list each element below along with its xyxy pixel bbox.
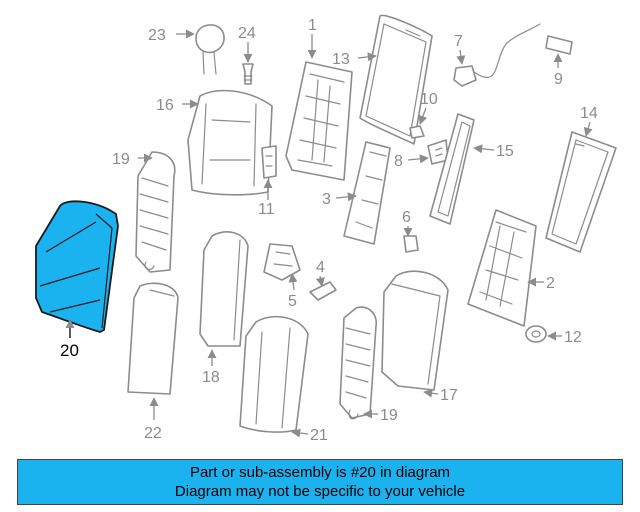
part-4-clip[interactable] [309, 281, 337, 301]
label-15: 15 [496, 143, 514, 160]
part-21-cover[interactable] [239, 315, 309, 433]
label-17: 17 [440, 387, 458, 404]
part-17-cushion[interactable] [381, 270, 449, 391]
label-12: 12 [564, 329, 582, 346]
part-11-bracket[interactable] [261, 145, 277, 179]
label-19-lower: 19 [380, 407, 398, 424]
part-5-bracket[interactable] [263, 243, 301, 281]
part-14-panel[interactable] [545, 131, 617, 253]
part-9-clip[interactable] [545, 35, 573, 55]
label-13: 13 [332, 51, 350, 68]
banner-line-1: Part or sub-assembly is #20 in diagram [189, 464, 451, 481]
info-banner: Part or sub-assembly is #20 in diagram D… [17, 459, 623, 505]
part-23-headrest[interactable] [195, 24, 225, 75]
part-24-guide[interactable] [242, 63, 254, 85]
part-19a-spring[interactable] [135, 151, 176, 273]
part-22-panel[interactable] [127, 282, 179, 395]
label-4: 4 [316, 259, 325, 276]
label-19-upper: 19 [112, 151, 130, 168]
part-3-frame[interactable] [343, 141, 391, 245]
label-5: 5 [288, 293, 297, 310]
part-2-frame[interactable] [467, 209, 537, 327]
label-20: 20 [60, 341, 79, 360]
label-16: 16 [156, 97, 174, 114]
label-18: 18 [202, 369, 220, 386]
label-9: 9 [554, 71, 563, 88]
label-14: 14 [580, 105, 598, 122]
label-3: 3 [322, 191, 331, 208]
parts-diagram: 23 24 1 13 7 9 16 10 14 8 15 19 11 3 6 4… [35, 14, 617, 444]
callout-labels: 23 24 1 13 7 9 16 10 14 8 15 19 11 3 6 4… [60, 17, 598, 444]
part-10-bracket[interactable] [409, 125, 425, 139]
label-24: 24 [238, 25, 256, 42]
part-7-cable[interactable] [453, 23, 541, 87]
label-8: 8 [394, 153, 403, 170]
label-2: 2 [546, 275, 555, 292]
label-7: 7 [454, 33, 463, 50]
part-19b-spring[interactable] [339, 306, 378, 420]
part-13-panel[interactable] [359, 14, 433, 145]
label-21: 21 [310, 427, 328, 444]
label-10: 10 [420, 91, 438, 108]
part-6-actuator[interactable] [403, 235, 419, 253]
part-1-frame[interactable] [285, 61, 353, 181]
part-15-panel[interactable] [429, 113, 475, 225]
part-12-grommet[interactable] [525, 325, 547, 343]
part-16-back-cover[interactable] [187, 89, 273, 196]
banner-line-2: Diagram may not be specific to your vehi… [174, 483, 466, 500]
label-23: 23 [148, 27, 166, 44]
leader-lines [65, 29, 593, 438]
part-20-seat-back-pad[interactable] [35, 200, 119, 333]
part-18-side-bolster[interactable] [199, 231, 249, 347]
label-6: 6 [402, 209, 411, 226]
label-1: 1 [308, 17, 317, 34]
label-11: 11 [258, 201, 275, 218]
label-22: 22 [144, 425, 162, 442]
